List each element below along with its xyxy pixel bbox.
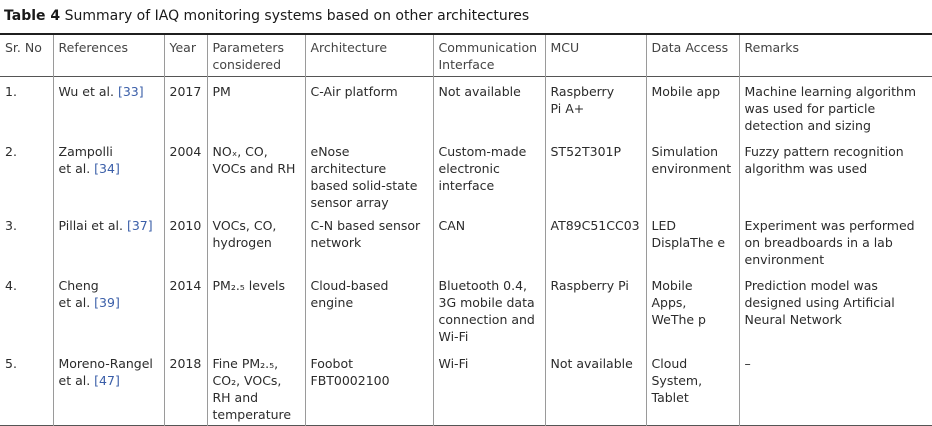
cell-sr-no: 4.	[5, 278, 17, 293]
citation-link[interactable]: [33]	[117, 84, 144, 99]
cell-remarks: Machine learning algorithm was used for …	[738, 76, 932, 137]
reference-authors: Zampolli et al.	[58, 144, 113, 176]
table-caption: Table 4 Summary of IAQ monitoring system…	[4, 8, 529, 24]
citation-link[interactable]: [47]	[94, 373, 120, 388]
cell-architecture: eNose architecture based solid-state sen…	[304, 137, 433, 211]
header-row: Sr. No References Year Parameters consid…	[0, 34, 932, 77]
cell-architecture: Cloud-based engine	[304, 271, 433, 349]
citation-link[interactable]: [34]	[94, 161, 120, 176]
cell-data-access: Mobile app	[645, 76, 739, 137]
cell-remarks: Fuzzy pattern recognition algorithm was …	[738, 137, 932, 211]
cell-architecture: Foobot FBT0002100	[304, 349, 433, 426]
iaq-summary-table: Sr. No References Year Parameters consid…	[0, 33, 932, 426]
cell-mcu: Raspberry Pi	[544, 271, 646, 349]
cell-parameters: NOₓ, CO, VOCs and RH	[206, 137, 305, 211]
cell-remarks: –	[738, 349, 932, 426]
reference-authors: Cheng et al.	[58, 278, 99, 310]
col-header-parameters: Parameters considered	[206, 34, 305, 77]
cell-reference: Pillai et al. [37]	[52, 211, 164, 271]
reference-authors: Moreno-Rangel et al.	[58, 356, 153, 388]
cell-year: 2010	[163, 211, 207, 271]
cell-parameters: VOCs, CO, hydrogen	[206, 211, 305, 271]
cell-reference: Zampolli et al. [34]	[52, 137, 164, 211]
citation-link[interactable]: [37]	[126, 218, 153, 233]
cell-communication: Custom-made electronic interface	[432, 137, 545, 211]
cell-mcu: Not available	[544, 349, 646, 426]
cell-reference: Moreno-Rangel et al. [47]	[52, 349, 164, 426]
cell-parameters: PM₂.₅ levels	[206, 271, 305, 349]
cell-data-access: Mobile Apps, WeThe p	[645, 271, 739, 349]
cell-parameters: PM	[206, 76, 305, 137]
table-row: 2. Zampolli et al. [34] 2004 NOₓ, CO, VO…	[0, 137, 932, 211]
cell-data-access: Cloud System, Tablet	[645, 349, 739, 426]
cell-sr-no: 3.	[5, 218, 17, 233]
cell-mcu: Raspberry Pi A+	[544, 76, 646, 137]
cell-remarks: Experiment was performed on breadboards …	[738, 211, 932, 271]
reference-authors: Pillai et al.	[58, 218, 127, 233]
cell-data-access: LED DisplaThe e	[645, 211, 739, 271]
col-header-architecture: Architecture	[304, 34, 433, 77]
col-header-remarks: Remarks	[738, 34, 932, 77]
col-header-sr-no: Sr. No	[5, 40, 42, 55]
citation-link[interactable]: [39]	[94, 295, 120, 310]
cell-reference: Wu et al. [33]	[52, 76, 164, 137]
cell-year: 2017	[163, 76, 207, 137]
table-row: 4. Cheng et al. [39] 2014 PM₂.₅ levels C…	[0, 271, 932, 349]
cell-communication: Bluetooth 0.4, 3G mobile data connection…	[432, 271, 545, 349]
table-row: 3. Pillai et al. [37] 2010 VOCs, CO, hyd…	[0, 211, 932, 271]
table-row: 1. Wu et al. [33] 2017 PM C-Air platform…	[0, 76, 932, 137]
cell-year: 2004	[163, 137, 207, 211]
cell-mcu: AT89C51CC03	[544, 211, 646, 271]
cell-parameters: Fine PM₂.₅, CO₂, VOCs, RH and temperatur…	[206, 349, 305, 426]
cell-communication: CAN	[432, 211, 545, 271]
col-header-year: Year	[163, 34, 207, 77]
reference-authors: Wu et al.	[58, 84, 118, 99]
col-header-references: References	[52, 34, 164, 77]
col-header-data-access: Data Access	[645, 34, 739, 77]
cell-communication: Not available	[432, 76, 545, 137]
cell-architecture: C-N based sensor network	[304, 211, 433, 271]
table-label: Table 4	[4, 8, 61, 24]
table-title: Summary of IAQ monitoring systems based …	[64, 8, 530, 24]
cell-architecture: C-Air platform	[304, 76, 433, 137]
cell-remarks: Prediction model was designed using Arti…	[738, 271, 932, 349]
col-header-mcu: MCU	[544, 34, 646, 77]
cell-sr-no: 5.	[5, 356, 17, 371]
cell-reference: Cheng et al. [39]	[52, 271, 164, 349]
cell-mcu: ST52T301P	[544, 137, 646, 211]
cell-sr-no: 2.	[5, 144, 17, 159]
cell-data-access: Simulation environment	[645, 137, 739, 211]
cell-communication: Wi-Fi	[432, 349, 545, 426]
cell-sr-no: 1.	[5, 84, 17, 99]
col-header-communication: Communication Interface	[432, 34, 545, 77]
table-row: 5. Moreno-Rangel et al. [47] 2018 Fine P…	[0, 349, 932, 426]
cell-year: 2018	[163, 349, 207, 426]
cell-year: 2014	[163, 271, 207, 349]
